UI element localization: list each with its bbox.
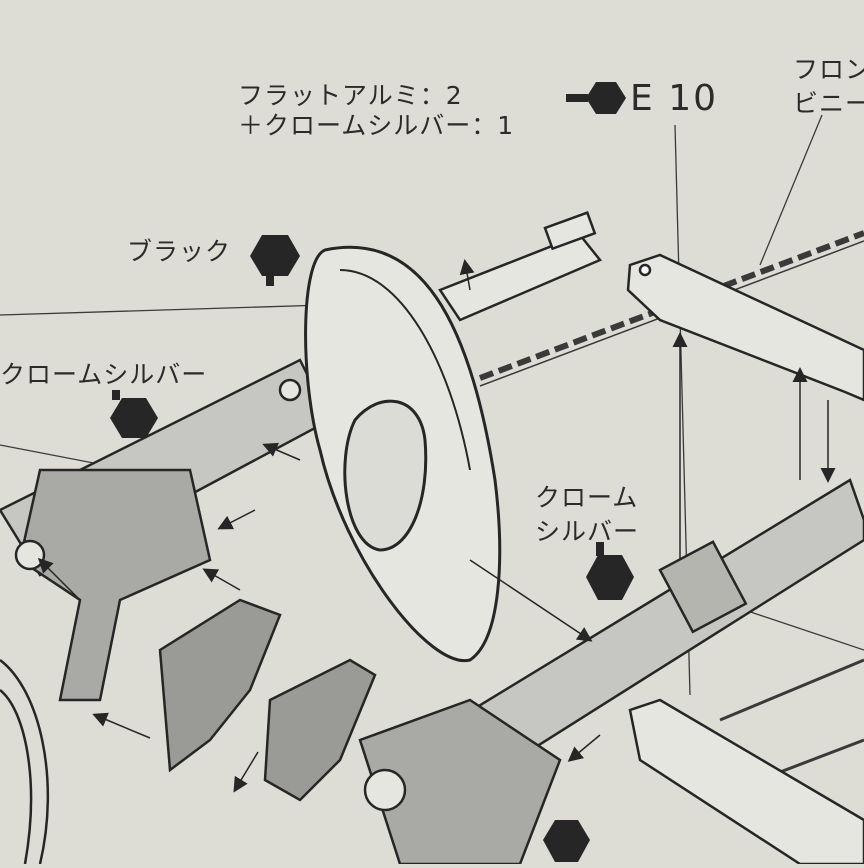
paint-swatch-icons — [110, 82, 634, 862]
paint-swatch-icon — [566, 82, 626, 114]
chrome-label-line2: シルバー — [535, 517, 640, 546]
arrow-icon — [459, 259, 475, 291]
arrow-icon — [202, 568, 241, 591]
paint-callout-line1: フラットアルミ：2 — [238, 81, 463, 110]
chrome-label-line1: クローム — [535, 483, 639, 512]
arrow-icon — [567, 734, 601, 762]
front-label-bottom: ビニー — [793, 89, 864, 118]
front-link-arm — [626, 253, 864, 402]
paint-callout-line2: ＋クロームシルバー：1 — [238, 111, 515, 140]
arrow-icons — [37, 259, 836, 793]
paint-swatch-icon — [543, 820, 590, 862]
paint-code-label: E 10 — [630, 78, 718, 119]
front-label-top: フロン — [793, 55, 864, 84]
headlight-fairing — [304, 245, 502, 663]
paint-swatch-icon — [110, 390, 158, 438]
lower-brackets — [158, 598, 377, 802]
paint-swatch-icon — [250, 235, 300, 286]
upper-shaft — [438, 211, 603, 322]
arrow-icon — [92, 712, 151, 739]
left-fork-assembly — [0, 358, 332, 702]
arrow-icon — [469, 559, 593, 642]
wheel — [0, 659, 50, 865]
arrow-icon — [37, 557, 81, 601]
lower-right-plate — [628, 698, 864, 866]
right-fork-assembly — [358, 478, 864, 866]
chrome-silver-label-left: クロームシルバー — [0, 360, 208, 389]
arrow-icon — [233, 751, 259, 793]
paint-swatch-icon — [586, 542, 634, 600]
arrow-icon — [217, 509, 256, 530]
black-paint-label: ブラック — [127, 237, 232, 266]
arrow-icon — [262, 442, 301, 461]
